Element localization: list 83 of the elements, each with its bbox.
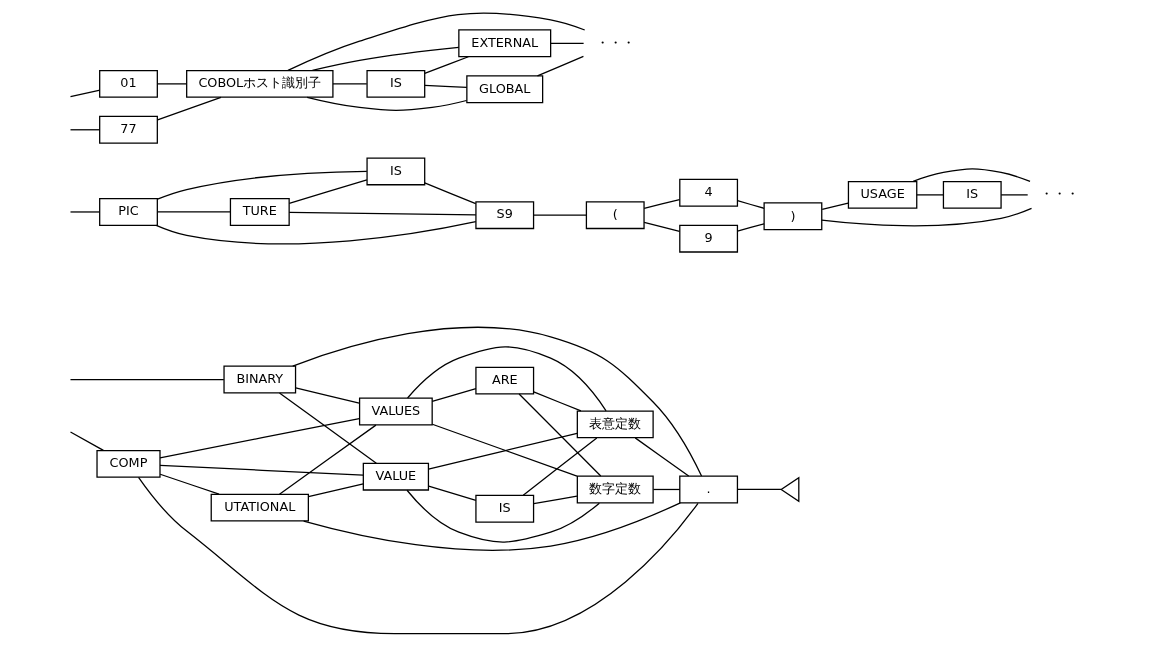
connector bbox=[288, 179, 368, 204]
node-box: 数字定数 bbox=[576, 475, 654, 504]
connector bbox=[536, 55, 584, 77]
node-text: ・・・ bbox=[595, 34, 635, 50]
connector bbox=[736, 223, 765, 232]
connector bbox=[158, 417, 360, 459]
connector bbox=[306, 96, 467, 111]
node-box: USAGE bbox=[847, 180, 917, 209]
node-box: IS bbox=[365, 69, 425, 98]
connector bbox=[137, 476, 699, 635]
node-box: COBOLホスト識別子 bbox=[185, 69, 334, 98]
node-box: 01 bbox=[98, 69, 158, 98]
connector bbox=[999, 194, 1028, 196]
connector bbox=[643, 199, 680, 209]
connector bbox=[820, 207, 1032, 227]
connector bbox=[69, 378, 224, 381]
connector bbox=[286, 12, 585, 72]
connector bbox=[156, 170, 367, 200]
connector bbox=[69, 211, 100, 213]
node-box: ARE bbox=[474, 366, 534, 395]
node-box: PIC bbox=[98, 198, 158, 226]
connector bbox=[291, 326, 702, 477]
connector bbox=[307, 483, 364, 498]
node-box: VALUES bbox=[358, 397, 433, 426]
connector bbox=[522, 437, 597, 496]
node-text: ・・・ bbox=[1039, 186, 1079, 202]
node-box: GLOBAL bbox=[465, 75, 543, 104]
connector bbox=[288, 211, 477, 216]
connector bbox=[156, 83, 187, 85]
connector bbox=[532, 214, 587, 216]
node-box: 77 bbox=[98, 115, 158, 144]
node-box: TURE bbox=[229, 198, 290, 226]
connector bbox=[549, 42, 584, 44]
connector bbox=[736, 200, 765, 209]
connector bbox=[532, 391, 582, 412]
connector bbox=[643, 221, 680, 233]
node-box: UTATIONAL bbox=[210, 493, 309, 522]
connector bbox=[156, 96, 222, 121]
connector bbox=[69, 431, 104, 452]
connector bbox=[406, 346, 607, 412]
connector bbox=[431, 423, 578, 477]
node-box: 4 bbox=[678, 178, 738, 207]
node-box: IS bbox=[474, 494, 534, 523]
node-box: VALUE bbox=[362, 462, 429, 491]
node-box: IS bbox=[365, 157, 425, 186]
node-box: S9 bbox=[474, 201, 534, 230]
connector bbox=[427, 432, 578, 470]
connector bbox=[405, 489, 600, 543]
node-box: BINARY bbox=[222, 365, 296, 394]
connector bbox=[821, 202, 849, 210]
connector bbox=[159, 473, 220, 495]
connector bbox=[532, 495, 578, 505]
connector bbox=[427, 485, 476, 501]
node-box: 表意定数 bbox=[576, 410, 654, 439]
node-box: IS bbox=[942, 180, 1002, 209]
connector bbox=[294, 387, 360, 404]
connector bbox=[431, 388, 477, 402]
connector bbox=[736, 488, 782, 491]
connector bbox=[155, 221, 476, 245]
node-box: ) bbox=[763, 202, 822, 231]
connector bbox=[331, 83, 367, 85]
node-box: COMP bbox=[95, 449, 161, 478]
connector bbox=[278, 392, 377, 464]
connector bbox=[915, 194, 944, 196]
connector bbox=[311, 46, 459, 72]
node-box: . bbox=[678, 475, 738, 504]
node-box: ( bbox=[585, 201, 645, 230]
connector bbox=[302, 502, 681, 551]
connector bbox=[69, 129, 100, 131]
connector bbox=[156, 211, 231, 213]
node-triangle bbox=[779, 476, 799, 503]
connector bbox=[423, 182, 476, 205]
connector bbox=[517, 393, 601, 477]
connector bbox=[652, 488, 680, 491]
connector bbox=[634, 437, 689, 477]
node-box: 9 bbox=[678, 224, 738, 253]
connector bbox=[278, 424, 377, 495]
node-box: EXTERNAL bbox=[457, 29, 551, 58]
connector bbox=[423, 56, 469, 74]
connector bbox=[158, 464, 364, 476]
connector bbox=[69, 89, 100, 98]
connector bbox=[912, 168, 1031, 183]
connector bbox=[423, 84, 467, 88]
